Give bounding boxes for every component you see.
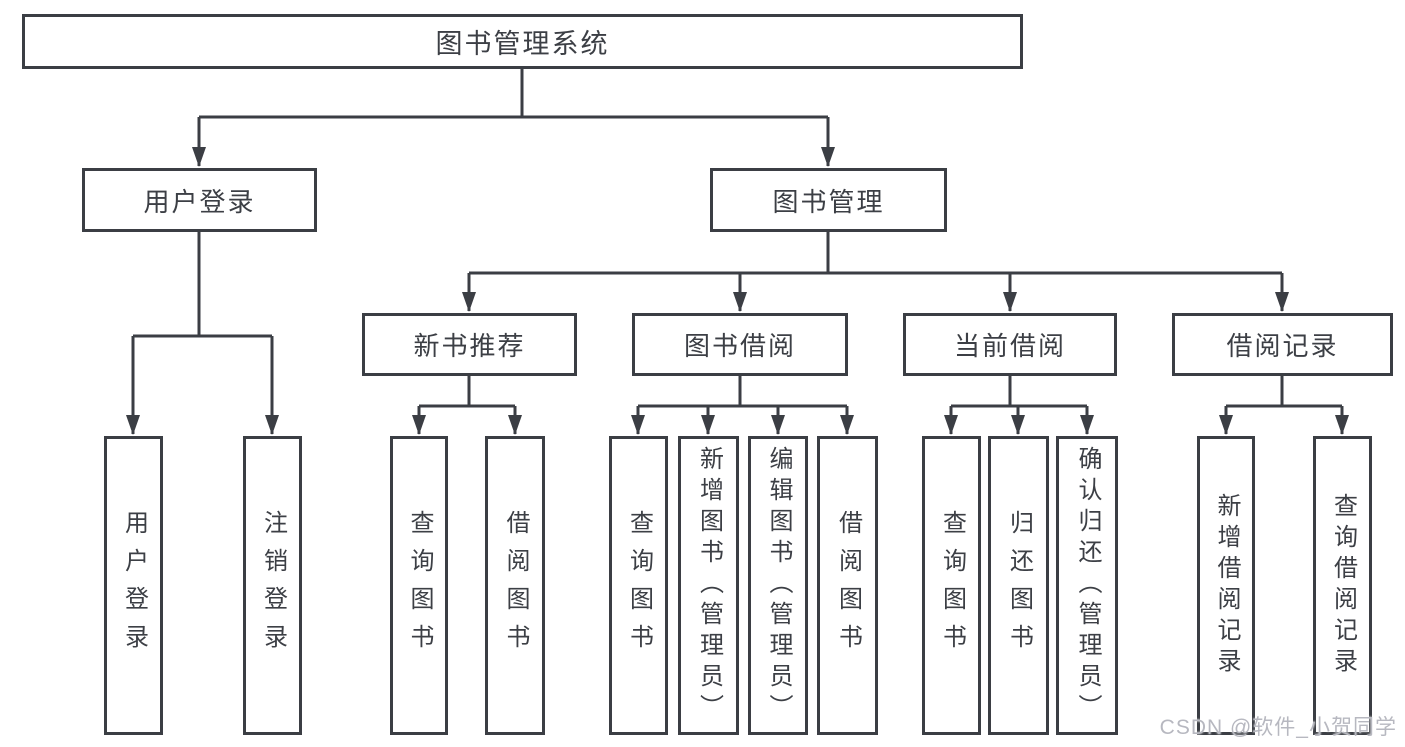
leaf-return-book-label: 归还图书: [1005, 509, 1033, 662]
node-root-system-label: 图书管理系统: [435, 29, 610, 59]
leaf-query-books-new-label: 查询图书: [406, 509, 433, 662]
leaf-query-books-current-label: 查询图书: [938, 509, 966, 662]
watermark: CSDN @软件_小贺同学: [1159, 716, 1397, 739]
leaf-query-borrow-record-label: 查询借阅记录: [1329, 492, 1357, 679]
node-new-book-recommend: 新书推荐: [362, 313, 577, 376]
connector-borrow-records-children: [1219, 376, 1349, 435]
leaf-logout: 注销登录: [243, 436, 302, 735]
connector-book-management-sections: [462, 232, 1289, 312]
connector-user-login-children: [126, 232, 279, 435]
connector-new-book-children: [412, 376, 522, 435]
leaf-add-borrow-record: 新增借阅记录: [1197, 436, 1255, 735]
node-root-system: 图书管理系统: [22, 14, 1023, 69]
node-new-book-recommend-label: 新书推荐: [413, 331, 526, 361]
leaf-query-books-borrow: 查询图书: [609, 436, 668, 735]
leaf-borrow-books-borrow: 借阅图书: [817, 436, 878, 735]
leaf-confirm-return-admin: 确认归还（管理员）: [1056, 436, 1118, 735]
leaf-user-login-label: 用户登录: [120, 509, 148, 662]
node-borrow-records: 借阅记录: [1172, 313, 1393, 376]
connector-book-borrow-children: [631, 376, 854, 435]
node-user-login: 用户登录: [82, 168, 317, 232]
leaf-query-books-new: 查询图书: [390, 436, 448, 735]
node-current-borrow-label: 当前借阅: [953, 331, 1066, 361]
leaf-query-borrow-record: 查询借阅记录: [1313, 436, 1372, 735]
leaf-edit-book-admin: 编辑图书（管理员）: [748, 436, 808, 735]
leaf-return-book: 归还图书: [988, 436, 1049, 735]
node-current-borrow: 当前借阅: [903, 313, 1117, 376]
leaf-add-book-admin-label: 新增图书（管理员）: [695, 446, 723, 725]
leaf-query-books-borrow-label: 查询图书: [625, 509, 653, 662]
leaf-confirm-return-admin-label: 确认归还（管理员）: [1074, 446, 1101, 725]
node-book-borrow-label: 图书借阅: [683, 331, 796, 361]
leaf-user-login: 用户登录: [104, 436, 163, 735]
leaf-borrow-books-new: 借阅图书: [485, 436, 545, 735]
leaf-edit-book-admin-label: 编辑图书（管理员）: [765, 446, 792, 725]
connector-root-to-level2: [192, 69, 835, 167]
node-user-login-label: 用户登录: [143, 186, 256, 217]
node-book-management: 图书管理: [710, 168, 947, 232]
leaf-query-books-current: 查询图书: [922, 436, 981, 735]
leaf-logout-label: 注销登录: [259, 509, 287, 662]
node-book-management-label: 图书管理: [772, 186, 885, 217]
leaf-borrow-books-borrow-label: 借阅图书: [834, 509, 862, 662]
leaf-borrow-books-new-label: 借阅图书: [502, 509, 529, 662]
leaf-add-borrow-record-label: 新增借阅记录: [1213, 492, 1240, 679]
node-book-borrow: 图书借阅: [632, 313, 848, 376]
connector-current-borrow-children: [944, 376, 1094, 435]
node-borrow-records-label: 借阅记录: [1226, 331, 1339, 361]
leaf-add-book-admin: 新增图书（管理员）: [678, 436, 739, 735]
